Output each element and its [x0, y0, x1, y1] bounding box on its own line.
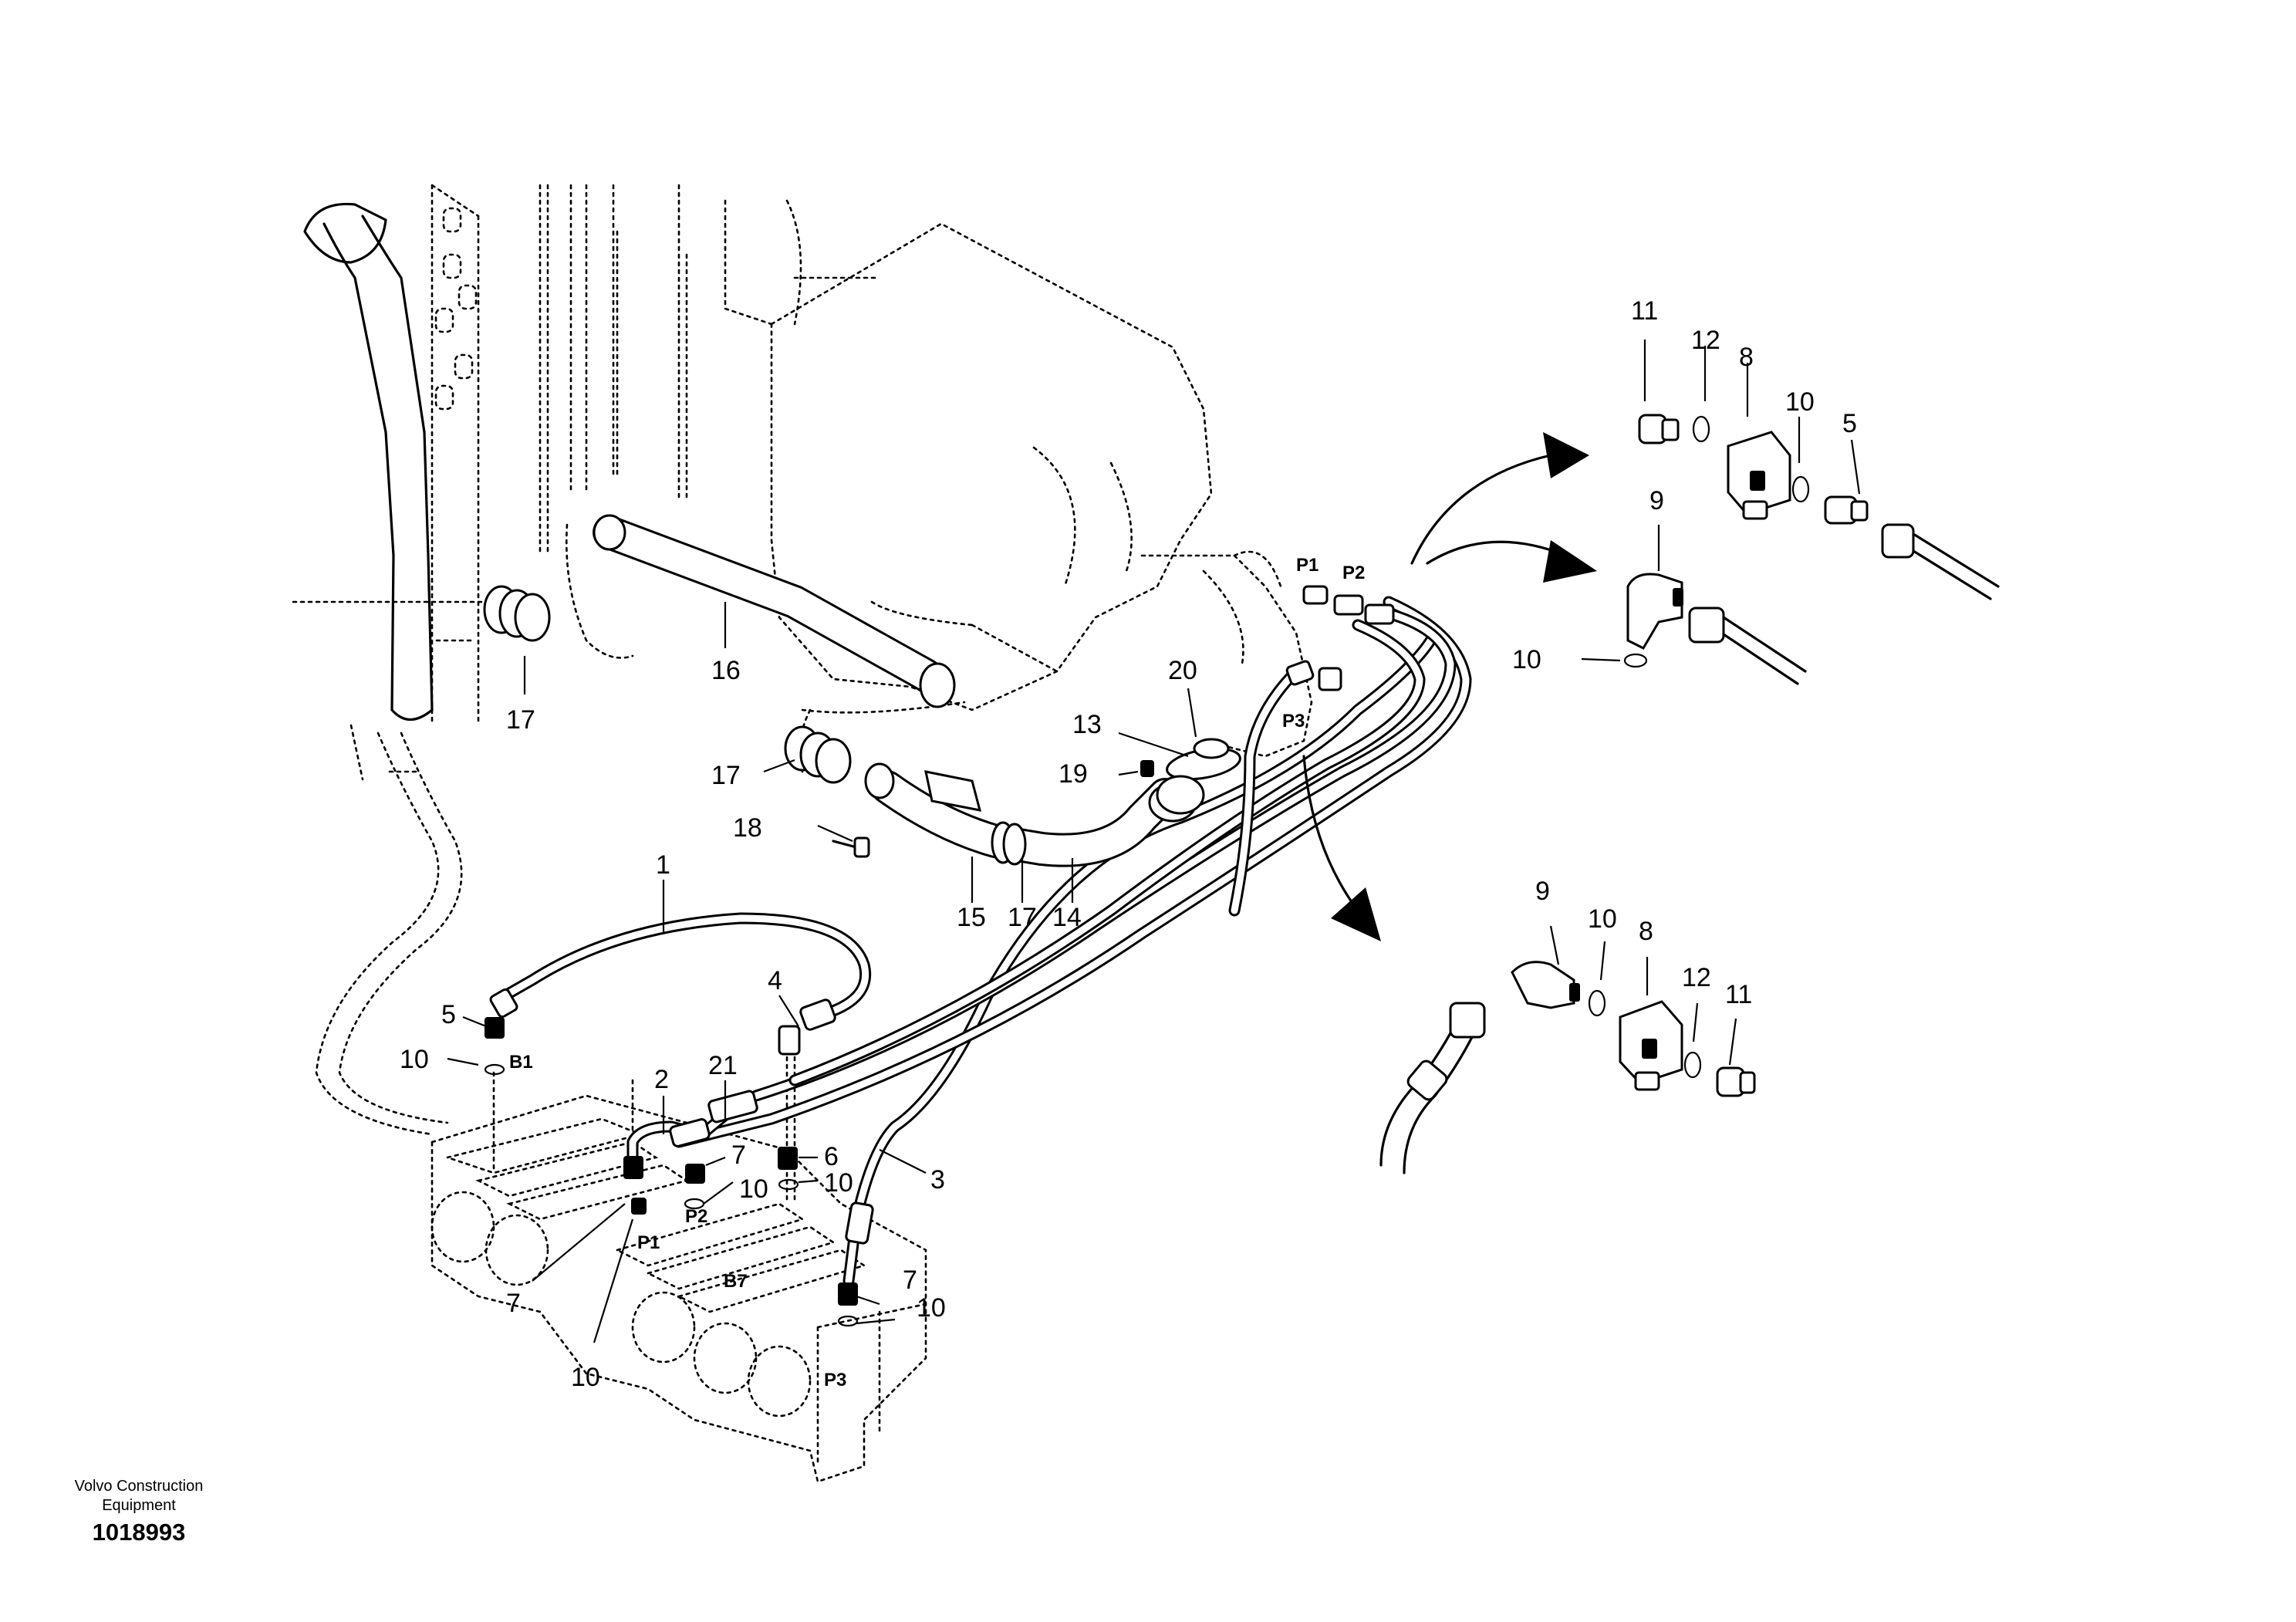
clamp-left [483, 585, 551, 642]
detail-bottom-labels: 9 10 8 12 11 [1535, 877, 1752, 1009]
detail-mid-callout-10: 10 [1512, 645, 1541, 674]
detail-bottom-callout-10: 10 [1588, 904, 1617, 934]
detail-bottom-callout-12: 12 [1682, 963, 1711, 992]
panel-bolts [434, 207, 478, 411]
callout-10-b: 10 [739, 1174, 768, 1204]
callout-6: 6 [824, 1142, 839, 1171]
detail-top [1638, 414, 2000, 600]
valve-port-fittings [484, 1017, 859, 1327]
port-p2-valve: P2 [685, 1206, 707, 1227]
callout-17-c: 17 [1008, 903, 1037, 932]
callout-21: 21 [708, 1051, 738, 1080]
callout-10-d: 10 [571, 1363, 600, 1392]
detail-bottom-callout-8: 8 [1639, 917, 1653, 946]
port-p1-valve: P1 [637, 1232, 660, 1253]
callout-7-b: 7 [506, 1289, 521, 1318]
callout-1: 1 [656, 850, 670, 880]
callout-labels: 1 2 3 4 5 6 7 7 7 10 10 10 10 10 13 14 1… [400, 656, 1197, 1392]
detail-bottom-callout-9: 9 [1535, 877, 1550, 906]
port-b7: B7 [724, 1271, 748, 1292]
leader-lines [447, 340, 1861, 1343]
callout-16: 16 [711, 656, 741, 685]
vertical-pipe [303, 202, 434, 721]
callout-17-a: 17 [506, 705, 535, 735]
detail-top-labels: 11 12 8 10 5 [1631, 296, 1857, 438]
callout-7-a: 7 [731, 1140, 746, 1170]
detail-bottom-callout-11: 11 [1725, 980, 1752, 1009]
port-labels: B1 B7 P1 P2 P3 P1 P2 P3 [509, 555, 1365, 1391]
pump-fittings [1285, 585, 1395, 691]
footer-brand-line2: Equipment [102, 1497, 176, 1514]
port-p3-pump: P3 [1282, 711, 1305, 732]
detail-top-callout-5: 5 [1842, 409, 1857, 438]
detail-mid-labels: 9 10 [1512, 486, 1664, 674]
port-p3-valve: P3 [824, 1370, 846, 1391]
machine-structure-dotted [292, 184, 1313, 1205]
callout-7-c: 7 [903, 1265, 917, 1295]
callout-17-b: 17 [711, 761, 741, 790]
detail-top-callout-11: 11 [1631, 296, 1658, 326]
callout-15: 15 [957, 903, 986, 932]
callout-20: 20 [1168, 656, 1197, 685]
footer-brand-line1: Volvo Construction [74, 1478, 204, 1495]
detail-top-callout-10: 10 [1785, 387, 1815, 417]
callout-10-c: 10 [824, 1168, 853, 1198]
detail-bottom [1379, 961, 1756, 1174]
port-p2-pump: P2 [1342, 563, 1365, 583]
hose-clamps [483, 585, 1205, 866]
callout-5: 5 [441, 1000, 456, 1029]
callout-19: 19 [1059, 759, 1088, 789]
bolt-18 [832, 836, 870, 858]
suction-tubes [593, 514, 1241, 867]
detail-mid [1623, 573, 1807, 685]
callout-4: 4 [768, 966, 782, 995]
port-p1-pump: P1 [1296, 555, 1319, 576]
hose-fittings [489, 988, 874, 1245]
detail-mid-callout-9: 9 [1649, 486, 1664, 515]
clamp-middle [784, 725, 852, 784]
detail-top-callout-8: 8 [1739, 343, 1754, 372]
callout-3: 3 [930, 1165, 945, 1195]
detail-arrows [1302, 432, 1597, 941]
callout-10-e: 10 [917, 1293, 946, 1323]
callout-10-a: 10 [400, 1045, 429, 1074]
drawing-number: 1018993 [92, 1519, 186, 1546]
callout-18: 18 [733, 813, 762, 843]
callout-2: 2 [654, 1065, 669, 1094]
detail-top-callout-12: 12 [1691, 326, 1720, 355]
port-b1: B1 [509, 1052, 533, 1073]
callout-14: 14 [1052, 903, 1082, 932]
hydraulic-hoses [499, 596, 1472, 1287]
callout-13: 13 [1072, 710, 1102, 739]
clamp-right [991, 775, 1205, 866]
footer-brand: Volvo Construction Equipment [31, 1477, 247, 1516]
